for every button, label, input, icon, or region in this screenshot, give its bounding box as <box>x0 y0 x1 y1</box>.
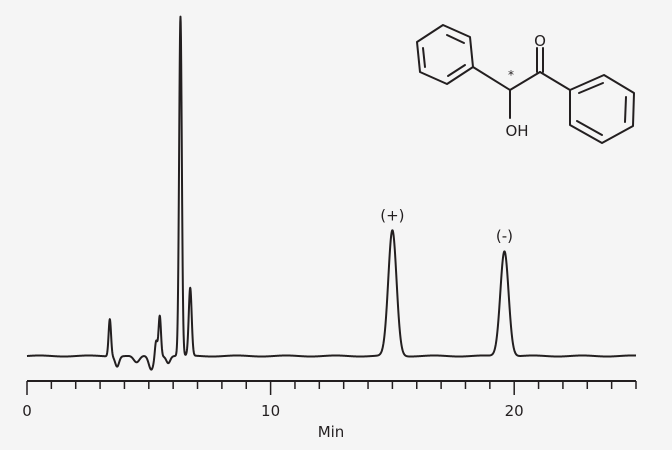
bond-carbonyl-to-ring <box>539 71 571 91</box>
x-tick-label: 10 <box>261 402 280 420</box>
x-tick-label: 0 <box>22 402 32 420</box>
left-phenyl-ring <box>416 24 474 85</box>
trace-layer <box>26 15 637 371</box>
x-axis: 0 10 20 <box>22 380 637 420</box>
right-phenyl-ring <box>569 74 635 144</box>
bond-stereocenter-to-carbonyl <box>509 71 541 91</box>
bond-ring-to-stereocenter <box>472 66 511 91</box>
peak-label-1: (+) <box>380 207 404 225</box>
chromatogram-trace <box>26 15 637 371</box>
stereocenter-asterisk: * <box>508 68 514 82</box>
carbonyl-oxygen-label: O <box>534 32 546 50</box>
hydroxyl-label: OH <box>505 122 528 140</box>
benzoin-structure <box>416 24 635 144</box>
x-tick-label: 20 <box>505 402 524 420</box>
peak-label-2: (-) <box>496 227 513 245</box>
annotations: (+) (-) <box>380 207 513 245</box>
x-axis-title: Min <box>318 423 345 441</box>
